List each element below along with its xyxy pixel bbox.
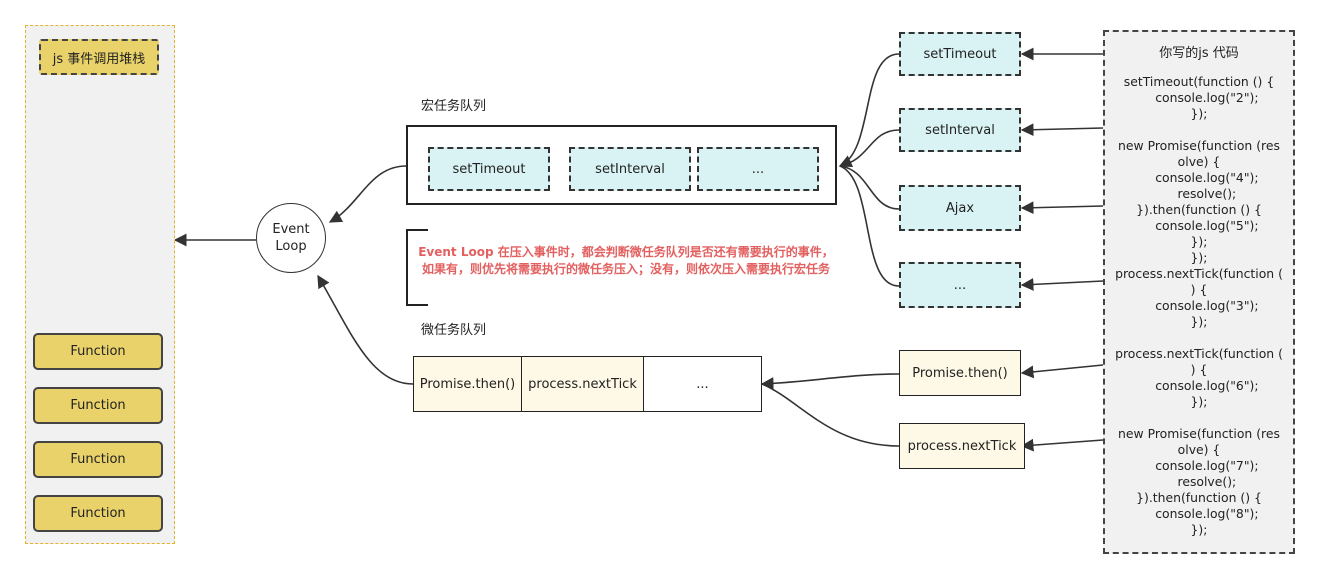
micro-item-more[interactable]: ... (643, 356, 762, 412)
macro-item-setinterval[interactable]: setInterval (569, 147, 691, 191)
micro-item-promise-then[interactable]: Promise.then() (413, 356, 522, 412)
source-setinterval[interactable]: setInterval (899, 108, 1021, 152)
arrow-setinterval-to-macro (839, 129, 900, 167)
arrow-promise-to-micro (760, 373, 900, 390)
event-loop-node[interactable]: Event Loop (256, 203, 326, 273)
arrow-macro-to-loop (328, 165, 407, 223)
arrow-dots-to-macro (839, 165, 900, 287)
stack-function-4[interactable]: Function (33, 495, 163, 532)
arrow-ajax-to-macro (839, 165, 900, 210)
arrow-code-to-promise (1020, 364, 1104, 379)
event-loop-note: Event Loop 在压入事件时，都会判断微任务队列是否还有需要执行的事件，如… (414, 244, 838, 278)
arrow-code-to-setinterval (1020, 123, 1104, 137)
call-stack-title: js 事件调用堆栈 (39, 39, 159, 75)
macro-queue-title: 宏任务队列 (421, 99, 487, 114)
event-loop-label-2: Loop (275, 239, 307, 254)
code-panel (1103, 30, 1295, 554)
arrow-micro-to-loop (317, 274, 414, 385)
macro-item-settimeout[interactable]: setTimeout (428, 147, 550, 191)
event-loop-label-1: Event (272, 222, 310, 237)
code-panel-title: 你写的js 代码 (1159, 46, 1239, 61)
arrow-code-to-nexttick (1020, 438, 1104, 452)
source-settimeout[interactable]: setTimeout (899, 32, 1021, 76)
source-promise-then[interactable]: Promise.then() (899, 350, 1021, 396)
stack-function-1[interactable]: Function (33, 333, 163, 370)
arrow-code-to-ajax (1020, 201, 1104, 215)
arrow-code-to-dots (1020, 278, 1104, 291)
source-process-nexttick[interactable]: process.nextTick (899, 423, 1025, 469)
stack-function-3[interactable]: Function (33, 441, 163, 478)
code-body: setTimeout(function () { console.log("2"… (1115, 74, 1283, 537)
stack-function-2[interactable]: Function (33, 387, 163, 424)
macro-item-more[interactable]: ... (697, 147, 819, 191)
source-more[interactable]: ... (899, 262, 1021, 308)
arrow-nexttick-to-micro (761, 383, 900, 447)
micro-item-process-nexttick[interactable]: process.nextTick (521, 356, 644, 412)
note-text: 在压入事件时，都会判断微任务队列是否还有需要执行的事件，如果有，则优先将需要执行… (421, 245, 834, 276)
note-highlight: Event Loop (418, 245, 494, 259)
micro-queue-title: 微任务队列 (421, 323, 487, 338)
note-bracket (406, 229, 428, 306)
arrow-settimeout-to-macro (838, 53, 900, 167)
source-ajax[interactable]: Ajax (899, 185, 1021, 231)
